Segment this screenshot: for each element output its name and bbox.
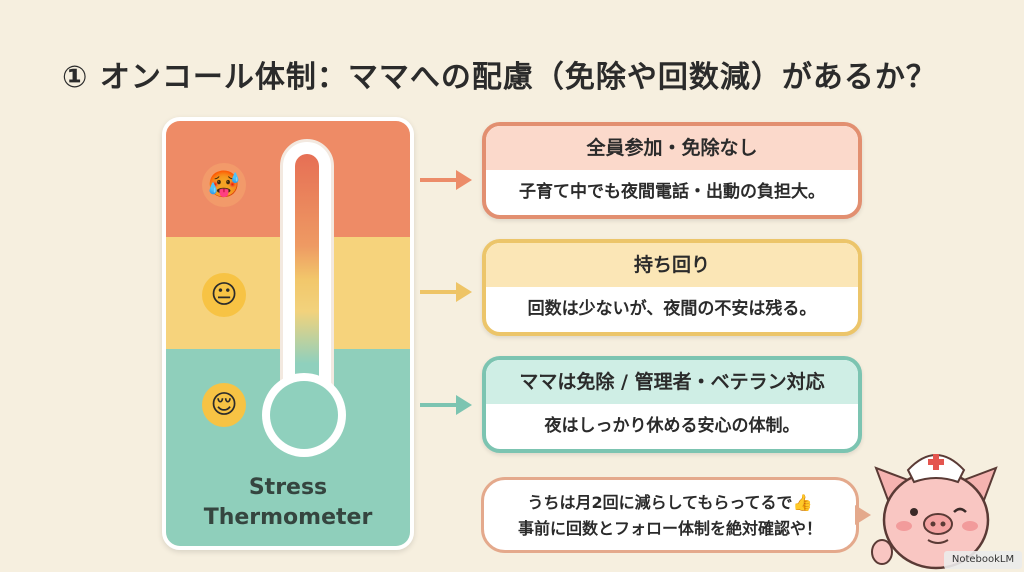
speech-line1: うちは月2回に減らしてもらってるで👍	[527, 493, 813, 512]
thermometer-tube	[280, 139, 334, 419]
thermometer-label-line1: Stress	[248, 475, 328, 500]
card-all-participate: 全員参加・免除なし 子育て中でも夜間電話・出動の負担大。	[482, 122, 862, 219]
page-title: ① オンコール体制：ママへの配慮（免除や回数減）があるか？	[62, 60, 937, 95]
card-body: 回数は少ないが、夜間の不安は残る。	[527, 299, 817, 319]
stress-thermometer-panel: 🥵 😐 😌 Stress Thermometer	[162, 117, 414, 550]
neutral-face-emoji-icon: 😐	[202, 273, 246, 317]
notebooklm-watermark: NotebookLM	[944, 551, 1022, 569]
card-header: ママは免除 / 管理者・ベテラン対応	[486, 360, 858, 404]
arrow-right-icon	[420, 282, 472, 302]
thermometer-fill	[295, 154, 319, 416]
card-header: 全員参加・免除なし	[486, 126, 858, 170]
card-rotation: 持ち回り 回数は少ないが、夜間の不安は残る。	[482, 239, 862, 336]
speech-bubble: うちは月2回に減らしてもらってるで👍 事前に回数とフォロー体制を絶対確認や！	[481, 477, 859, 553]
thermometer-label-line2: Thermometer	[203, 505, 373, 530]
arrow-right-icon	[420, 170, 472, 190]
thermometer-bulb	[262, 373, 346, 457]
nurse-pig-mascot-icon	[871, 454, 998, 570]
card-mom-exempt: ママは免除 / 管理者・ベテラン対応 夜はしっかり休める安心の体制。	[482, 356, 862, 453]
hot-face-emoji-icon: 🥵	[202, 163, 246, 207]
card-body: 子育て中でも夜間電話・出動の負担大。	[519, 182, 825, 202]
speech-bubble-tail	[855, 505, 871, 525]
thermometer-label: Stress Thermometer	[166, 473, 410, 533]
relieved-face-emoji-icon: 😌	[202, 383, 246, 427]
speech-line2: 事前に回数とフォロー体制を絶対確認や！	[517, 519, 822, 538]
arrow-right-icon	[420, 395, 472, 415]
card-header: 持ち回り	[486, 243, 858, 287]
card-body: 夜はしっかり休める安心の体制。	[544, 416, 800, 436]
